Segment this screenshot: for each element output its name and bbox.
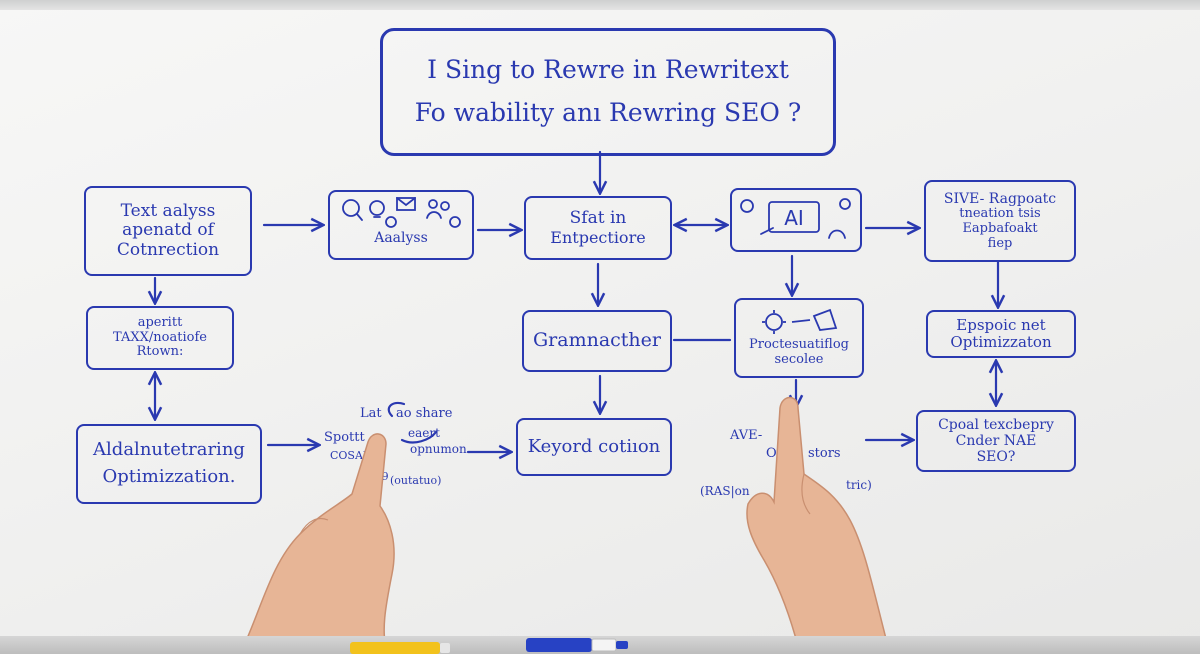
node-sive: SIVE- Ragpoatc tneation tsis Eapbafoakt … bbox=[924, 180, 1076, 262]
lightbulb-icon bbox=[369, 200, 385, 218]
node-grammar: Gramnacther bbox=[522, 310, 672, 372]
node-start-in-line-2: Entpectiore bbox=[550, 227, 646, 247]
node-start-in: Sfat in Entpectiore bbox=[524, 196, 672, 260]
node-sive-line-3: Eapbafoakt bbox=[962, 220, 1038, 236]
node-text-analysis-line-2: apenatd of bbox=[122, 220, 214, 241]
title-box: I Sing to Rewre in Rewritext Fo wability… bbox=[380, 28, 836, 156]
small-face-icon bbox=[385, 216, 461, 228]
node-aperitt-line-2: TAXX/noatiofe bbox=[113, 329, 207, 345]
node-epspoic-line-1: Epspoic net bbox=[956, 315, 1046, 334]
left-hand bbox=[240, 433, 395, 654]
megaphone-icon bbox=[812, 308, 838, 332]
node-icons-analysis-label: Aaalyss bbox=[374, 230, 428, 246]
node-icons-analysis: Aaalyss bbox=[328, 190, 474, 260]
process-icons bbox=[762, 308, 838, 335]
node-aperitt: aperitt TAXX/noatiofe Rtown: bbox=[86, 306, 234, 370]
title-line-2: Fo wability anı Rewring SEO ? bbox=[414, 98, 802, 127]
node-aldal-line-2: Optimizzation. bbox=[102, 466, 236, 487]
whiteboard-frame bbox=[0, 0, 1200, 10]
node-process-line-1: Proctesuatiflog bbox=[749, 337, 849, 353]
blue-marker-icon bbox=[526, 638, 628, 652]
node-sive-line-4: fiep bbox=[987, 235, 1013, 251]
node-aperitt-line-1: aperitt bbox=[137, 314, 183, 330]
markers bbox=[350, 638, 628, 654]
node-text-analysis-line-3: Cotnrection bbox=[116, 239, 220, 260]
node-cpoal-line-1: Cpoal texcbepry bbox=[938, 416, 1054, 433]
analysis-icon-row bbox=[342, 197, 461, 228]
node-grammar-label: Gramnacther bbox=[532, 329, 661, 352]
node-ai: AI bbox=[730, 188, 862, 252]
node-cpoal: Cpoal texcbepry Cnder NAE SEO? bbox=[916, 410, 1076, 472]
node-aperitt-line-3: Rtown: bbox=[136, 344, 184, 360]
node-process-line-2: secolee bbox=[774, 352, 824, 367]
node-text-analysis: Text aalyss apenatd of Cotnrection bbox=[84, 186, 252, 276]
scribble-hook bbox=[400, 430, 438, 444]
node-epspoic: Epspoic net Optimizzaton bbox=[926, 310, 1076, 358]
node-start-in-line-1: Sfat in bbox=[569, 208, 627, 229]
scribble-right-3: stors bbox=[808, 446, 841, 461]
gear-icon bbox=[762, 310, 786, 335]
node-aldal-line-1: Aldalnutetraring bbox=[93, 439, 245, 461]
scribble-left-6: opnumon bbox=[410, 442, 467, 456]
scribble-left-4: eaert bbox=[408, 426, 440, 440]
node-aldal: Aldalnutetraring Optimizzation. bbox=[76, 424, 262, 504]
envelope-icon bbox=[396, 197, 416, 211]
scribble-loop bbox=[387, 401, 406, 418]
scribble-left-5: COSAL bbox=[330, 449, 371, 462]
scribble-right-4: (RAS|on bbox=[700, 484, 750, 498]
scribble-left-1: Lat bbox=[360, 406, 382, 421]
node-keyword: Keyord cotiıon bbox=[516, 418, 672, 476]
scribble-right-5: tric) bbox=[846, 478, 872, 492]
ai-illustration: AI bbox=[740, 198, 851, 239]
person-icon bbox=[828, 229, 846, 239]
node-keyword-label: Keyord cotiıon bbox=[527, 435, 661, 457]
right-hand bbox=[746, 396, 891, 654]
scribble-right-1: AVE- bbox=[730, 428, 763, 443]
node-sive-line-2: tneation tsis bbox=[959, 205, 1041, 221]
title-line-1: I Sing to Rewre in Rewritext bbox=[427, 55, 789, 85]
node-cpoal-line-3: SEO? bbox=[976, 449, 1016, 466]
node-text-analysis-line-1: Text aalyss bbox=[120, 200, 216, 221]
node-cpoal-line-2: Cnder NAE bbox=[955, 432, 1037, 449]
scribble-left-2: ao share bbox=[396, 406, 453, 421]
magnifier-icon bbox=[342, 199, 363, 221]
scribble-left-8: (outatuo) bbox=[390, 474, 442, 487]
node-epspoic-line-2: Optimizzaton bbox=[950, 333, 1052, 351]
people-icon bbox=[426, 199, 450, 219]
robot-icon bbox=[768, 201, 820, 233]
scribble-left-3: Spottt bbox=[324, 430, 365, 445]
ai-label: AI bbox=[784, 206, 804, 230]
yellow-marker-icon bbox=[350, 642, 450, 654]
node-sive-line-1: SIVE- Ragpoatc bbox=[943, 190, 1057, 207]
node-process: Proctesuatiflog secolee bbox=[734, 298, 864, 378]
